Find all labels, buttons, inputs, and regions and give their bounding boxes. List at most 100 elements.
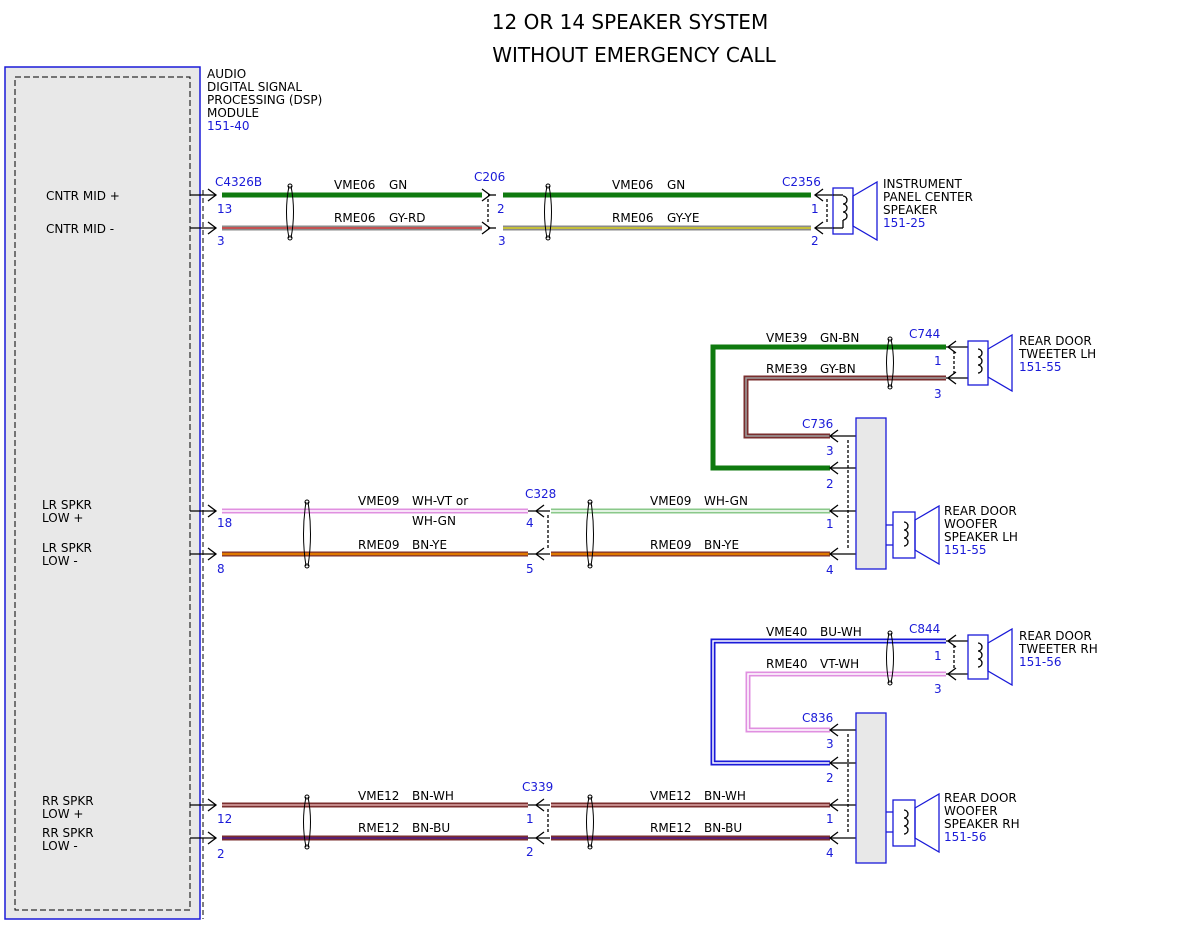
c2356-connector[interactable] [813, 188, 833, 235]
wire-vme40[interactable] [710, 638, 946, 766]
tweeter-rh-name-1: REAR DOOR [1019, 629, 1092, 643]
rme06-b-circuit: RME06 [612, 211, 654, 225]
c736-pin-2: 2 [826, 477, 834, 491]
rme06-a-color: GY-RD [389, 211, 426, 225]
rme12-a-circuit: RME12 [358, 821, 400, 835]
c844-connector[interactable] [946, 634, 968, 681]
c736-connector[interactable] [828, 429, 856, 561]
woofer-lh-speaker-icon[interactable] [886, 504, 940, 566]
vme40-circuit: VME40 [766, 625, 807, 639]
vme09-a-color-alt: WH-GN [412, 514, 456, 528]
pin-label-lr-low-plus-1: LR SPKR [42, 498, 92, 512]
tweeter-rh-ref[interactable]: 151-56 [1019, 655, 1062, 669]
c844-label[interactable]: C844 [909, 622, 940, 636]
vme06-b-circuit: VME06 [612, 178, 653, 192]
dsp-module[interactable] [4, 66, 204, 920]
woofer-rh-speaker-icon[interactable] [886, 792, 940, 854]
c744-connector[interactable] [946, 340, 968, 385]
rme06-a-circuit: RME06 [334, 211, 376, 225]
c836-connector[interactable] [828, 723, 856, 845]
c2356-pin-1: 1 [811, 202, 819, 216]
rme39-color: GY-BN [820, 362, 856, 376]
woofer-rh-connector-block [855, 712, 887, 864]
tweeter-lh-ref[interactable]: 151-55 [1019, 360, 1062, 374]
center-speaker-name-2: PANEL CENTER [883, 190, 973, 204]
twist-marker-center-a [286, 183, 294, 241]
c339-pin-1: 1 [526, 812, 534, 826]
twist-marker-lr-b [586, 499, 594, 569]
tweeter-lh-speaker-icon[interactable] [967, 333, 1013, 393]
rme09-a-color: BN-YE [412, 538, 447, 552]
c4326b-pin-2: 2 [217, 847, 225, 861]
rme40-circuit: RME40 [766, 657, 808, 671]
c4326b-pin-arrows-top [190, 188, 218, 235]
woofer-rh-ref[interactable]: 151-56 [944, 830, 987, 844]
tweeter-rh-name-2: TWEETER RH [1018, 642, 1098, 656]
twist-marker-lr-a [303, 499, 311, 569]
module-name-line1: AUDIO [207, 67, 246, 81]
pin-label-rr-low-plus-1: RR SPKR [42, 794, 94, 808]
vme06-a-circuit: VME06 [334, 178, 375, 192]
woofer-lh-ref[interactable]: 151-55 [944, 543, 987, 557]
c4326b-pin-12: 12 [217, 812, 232, 826]
twist-marker-rr-a [303, 794, 311, 850]
c206-pin-3: 3 [498, 234, 506, 248]
center-speaker-ref[interactable]: 151-25 [883, 216, 926, 230]
c206-label[interactable]: C206 [474, 170, 505, 184]
module-ref[interactable]: 151-40 [207, 119, 250, 133]
c4326b-label[interactable]: C4326B [215, 175, 262, 189]
c736-label[interactable]: C736 [802, 417, 833, 431]
twist-marker-center-b [544, 183, 552, 241]
c328-pin-4: 4 [526, 516, 534, 530]
vme12-a-circuit: VME12 [358, 789, 399, 803]
c744-pin-1: 1 [934, 354, 942, 368]
c2356-pin-2: 2 [811, 234, 819, 248]
c4326b-pin-8: 8 [217, 562, 225, 576]
wire-vme39[interactable] [710, 344, 946, 471]
vme39-color: GN-BN [820, 331, 859, 345]
pin-label-lr-low-minus-2: LOW - [42, 554, 78, 568]
c844-pin-1: 1 [934, 649, 942, 663]
tweeter-rh-speaker-icon[interactable] [967, 627, 1013, 687]
pin-label-cntr-mid-minus: CNTR MID - [46, 222, 114, 236]
wire-rme39[interactable] [743, 375, 946, 439]
c339-label[interactable]: C339 [522, 780, 553, 794]
center-speaker-icon[interactable] [832, 180, 878, 242]
c836-pin-4: 4 [826, 846, 834, 860]
tweeter-lh-name-1: REAR DOOR [1019, 334, 1092, 348]
vme40-color: BU-WH [820, 625, 862, 639]
twist-marker-tweeter-rh [886, 630, 894, 686]
vme09-a-color: WH-VT or [412, 494, 468, 508]
module-name-line3: PROCESSING (DSP) [207, 93, 322, 107]
woofer-rh-name-3: SPEAKER RH [944, 817, 1020, 831]
c4326b-pin-3: 3 [217, 234, 225, 248]
c4326b-pin-18: 18 [217, 516, 232, 530]
c836-label[interactable]: C836 [802, 711, 833, 725]
woofer-lh-connector-block [855, 417, 887, 570]
diagram-title-line1: 12 OR 14 SPEAKER SYSTEM [492, 10, 768, 34]
module-outline [4, 66, 201, 920]
c328-connector[interactable] [528, 504, 550, 561]
wire-rme40[interactable] [745, 671, 946, 733]
c339-connector[interactable] [528, 798, 550, 845]
pin-label-cntr-mid-plus: CNTR MID + [46, 189, 120, 203]
c4326b-pin-13: 13 [217, 202, 232, 216]
c744-label[interactable]: C744 [909, 327, 940, 341]
woofer-lh-name-1: REAR DOOR [944, 504, 1017, 518]
c4326b-pin-arrows-rr [190, 798, 218, 845]
center-speaker-name-1: INSTRUMENT [883, 177, 962, 191]
c328-label[interactable]: C328 [525, 487, 556, 501]
c206-connector[interactable] [481, 188, 496, 235]
c736-pin-4: 4 [826, 563, 834, 577]
c2356-label[interactable]: C2356 [782, 175, 821, 189]
vme09-a-circuit: VME09 [358, 494, 399, 508]
pin-label-lr-low-minus-1: LR SPKR [42, 541, 92, 555]
rme06-b-color: GY-YE [667, 211, 699, 225]
c836-pin-2: 2 [826, 771, 834, 785]
vme12-a-color: BN-WH [412, 789, 454, 803]
vme06-b-color: GN [667, 178, 685, 192]
center-speaker-name-3: SPEAKER [883, 203, 937, 217]
woofer-rh-name-1: REAR DOOR [944, 791, 1017, 805]
pin-label-lr-low-plus-2: LOW + [42, 511, 83, 525]
